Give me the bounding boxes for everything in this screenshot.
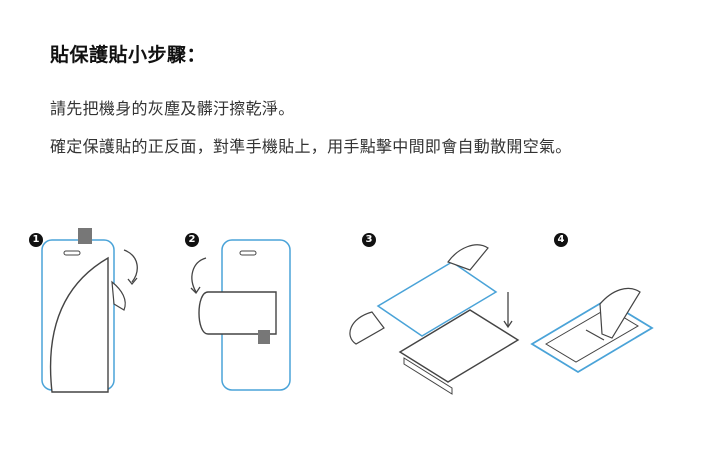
step-3-phone xyxy=(398,309,520,383)
instruction-apply: 確定保護貼的正反面，對準手機貼上，用手點擊中間即會自動散開空氣。 xyxy=(50,137,572,156)
step-4-badge: 4 xyxy=(554,233,568,247)
step-1-pull-tab xyxy=(78,228,92,244)
step-3-hand-left xyxy=(349,311,385,345)
instruction-clean: 請先把機身的灰塵及髒汙擦乾淨。 xyxy=(50,99,295,118)
step-2-backing-film xyxy=(198,291,277,335)
step-4-press-indicator xyxy=(585,329,605,341)
step-4-phone xyxy=(530,298,654,374)
step-2-pull-tab xyxy=(258,330,270,344)
step-4-hand xyxy=(599,287,641,339)
step-3-badge: 3 xyxy=(362,233,376,247)
step-2-arrow xyxy=(191,257,207,293)
step-2-peel-illustration xyxy=(190,239,291,391)
page-title: 貼保護貼小步驟： xyxy=(50,44,207,66)
step-1-backing-film xyxy=(49,256,109,393)
step-1-hand xyxy=(111,280,126,311)
step-1-arrow xyxy=(123,249,138,283)
step-3-screen-protector xyxy=(376,261,498,337)
step-2-badge: 2 xyxy=(185,233,199,247)
step-3-hand-right xyxy=(447,244,489,271)
step-1-peel-illustration xyxy=(41,228,138,393)
step-3-align-illustration xyxy=(349,244,520,395)
step-4-press-illustration xyxy=(530,287,654,374)
step-1-badge: 1 xyxy=(29,233,43,247)
